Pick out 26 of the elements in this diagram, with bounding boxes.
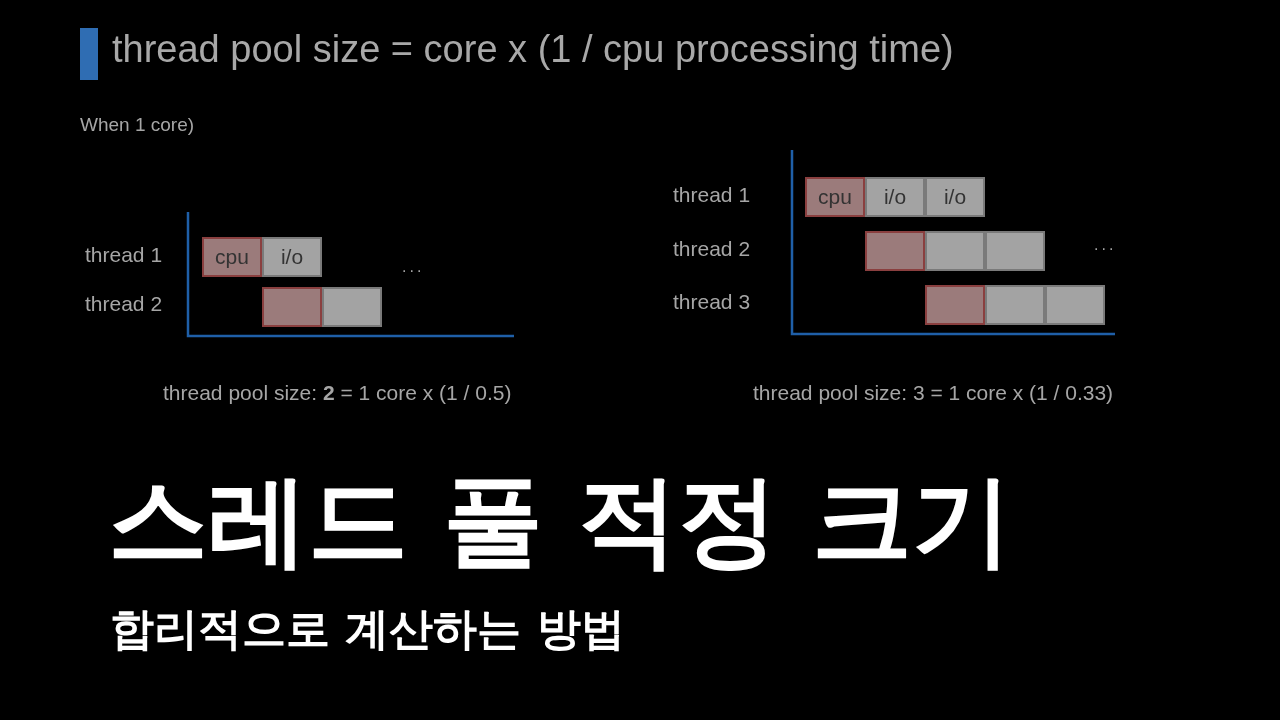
io-time-block: i/o [925,177,985,217]
cpu-time-block: cpu [805,177,865,217]
cpu-time-block [865,231,925,271]
formula-caption: thread pool size: 3 = 1 core x (1 / 0.33) [753,381,1114,405]
io-time-block [1045,285,1105,325]
title-heading: thread pool size = core x (1 / cpu processing time) [112,28,954,71]
cpu-time-block: cpu [202,237,262,277]
io-time-block [985,285,1045,325]
io-time-block [322,287,382,327]
io-time-block: i/o [262,237,322,277]
cpu-time-block [925,285,985,325]
cpu-time-block [262,287,322,327]
thread-label: thread 1 [85,243,163,267]
thread-label: thread 1 [673,183,751,207]
io-time-block [985,231,1045,271]
io-time-block: i/o [865,177,925,217]
thread-label: thread 3 [673,290,751,314]
formula-caption: thread pool size: 2 = 1 core x (1 / 0.5) [163,381,512,405]
note-text: When 1 core) [80,114,195,136]
io-time-block [925,231,985,271]
thread-label: thread 2 [673,237,751,261]
overlay-subtitle: 합리적으로 계산하는 방법 [110,602,625,656]
ellipsis: ... [1094,236,1117,254]
thread-label: thread 2 [85,292,163,316]
ellipsis: ... [402,258,425,276]
overlay-headline: 스레드 풀 적정 크기 [108,461,1013,581]
